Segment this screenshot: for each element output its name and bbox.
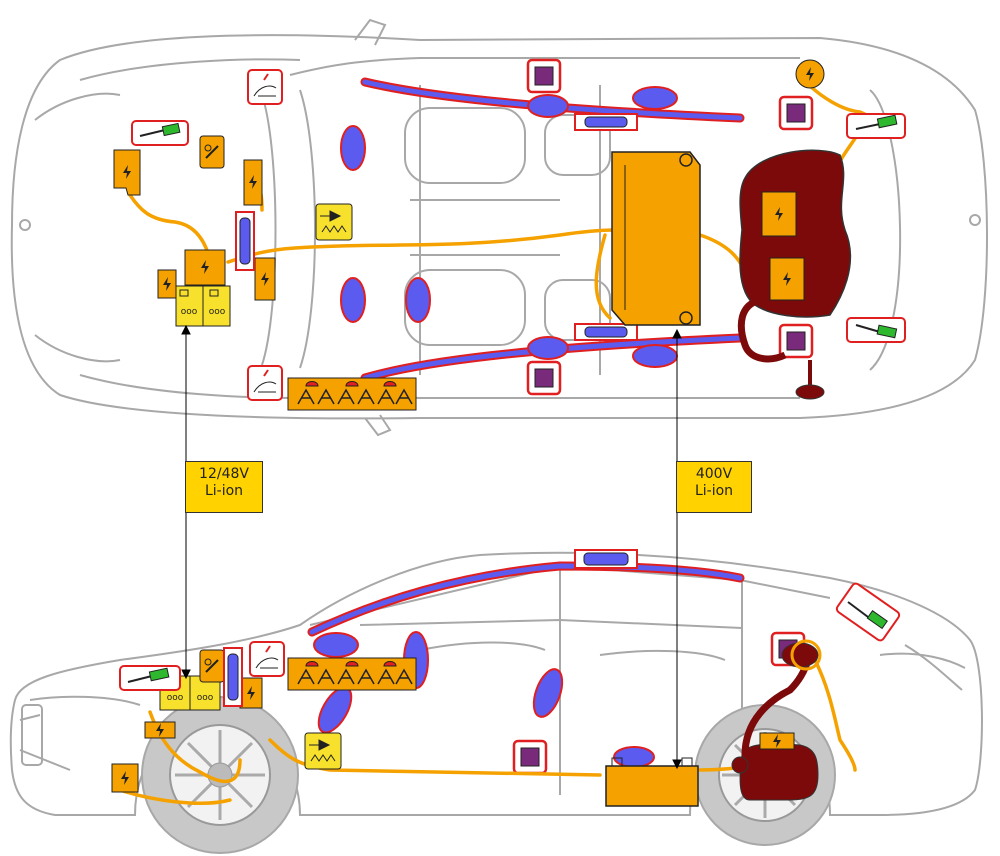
svg-text:ooo: ooo — [197, 693, 214, 703]
airbag-group-top — [340, 86, 678, 368]
hv-battery-top — [611, 151, 701, 326]
hv-disconnect-side — [223, 647, 243, 707]
svg-text:ooo: ooo — [167, 693, 184, 703]
lv-battery-top: ooo ooo — [175, 285, 231, 327]
lightning-box — [239, 677, 263, 709]
gas-spring-top-rear-2 — [846, 317, 906, 343]
gas-generator-top-2 — [574, 323, 638, 341]
seatbelt-pretensioner-strip-top — [287, 377, 417, 411]
hv-disconnect-top — [235, 211, 255, 271]
airbag-group-side — [313, 631, 655, 768]
hv-battery-label-voltage: 400V — [695, 466, 733, 482]
lightning-box — [254, 257, 276, 301]
hood-lifter-side — [249, 641, 285, 677]
lightning-circle — [795, 59, 825, 89]
hazard-box-side — [199, 649, 225, 683]
pretensioner-side — [304, 732, 342, 770]
gas-spring-side-front — [119, 665, 181, 691]
gas-spring-side-rear — [835, 582, 901, 642]
lightning-box — [243, 159, 263, 206]
hv-battery-side — [605, 757, 699, 807]
sensor-group-top — [526, 58, 814, 396]
lv-battery-label-type: Li-ion — [204, 483, 244, 499]
front-wheel — [141, 696, 299, 854]
svg-text:ooo: ooo — [209, 307, 226, 317]
hazard-box-top — [199, 135, 225, 169]
svg-text:ooo: ooo — [181, 307, 198, 317]
gas-spring-top-front — [131, 120, 189, 146]
lightning-box — [761, 191, 797, 237]
lightning-box-group-side — [111, 677, 263, 793]
lv-battery-label: 12/48V Li-ion — [185, 461, 263, 513]
fuel-tank-side — [731, 639, 822, 801]
lightning-box — [113, 149, 141, 196]
gas-generator-top-1 — [574, 113, 638, 131]
hood-lifter-top-1 — [247, 69, 283, 105]
hv-battery-label: 400V Li-ion — [676, 461, 752, 513]
hv-battery-label-type: Li-ion — [694, 483, 734, 499]
gas-generator-side — [574, 549, 638, 569]
gas-spring-top-rear-1 — [846, 113, 906, 139]
lightning-box — [769, 257, 805, 301]
lv-battery-label-voltage: 12/48V — [199, 466, 249, 482]
lightning-box — [111, 763, 139, 793]
pretensioner-top — [315, 203, 353, 241]
curtain-airbag-top-left — [360, 77, 745, 123]
lightning-box — [157, 269, 177, 299]
seatbelt-pretensioner-strip-side — [287, 657, 417, 691]
curtain-airbag-side — [307, 561, 745, 637]
curtain-airbag-top-right — [360, 333, 745, 383]
hood-lifter-top-2 — [247, 365, 283, 401]
lightning-box-group-top — [113, 59, 825, 301]
lightning-box — [184, 249, 226, 286]
lightning-box — [144, 721, 176, 739]
